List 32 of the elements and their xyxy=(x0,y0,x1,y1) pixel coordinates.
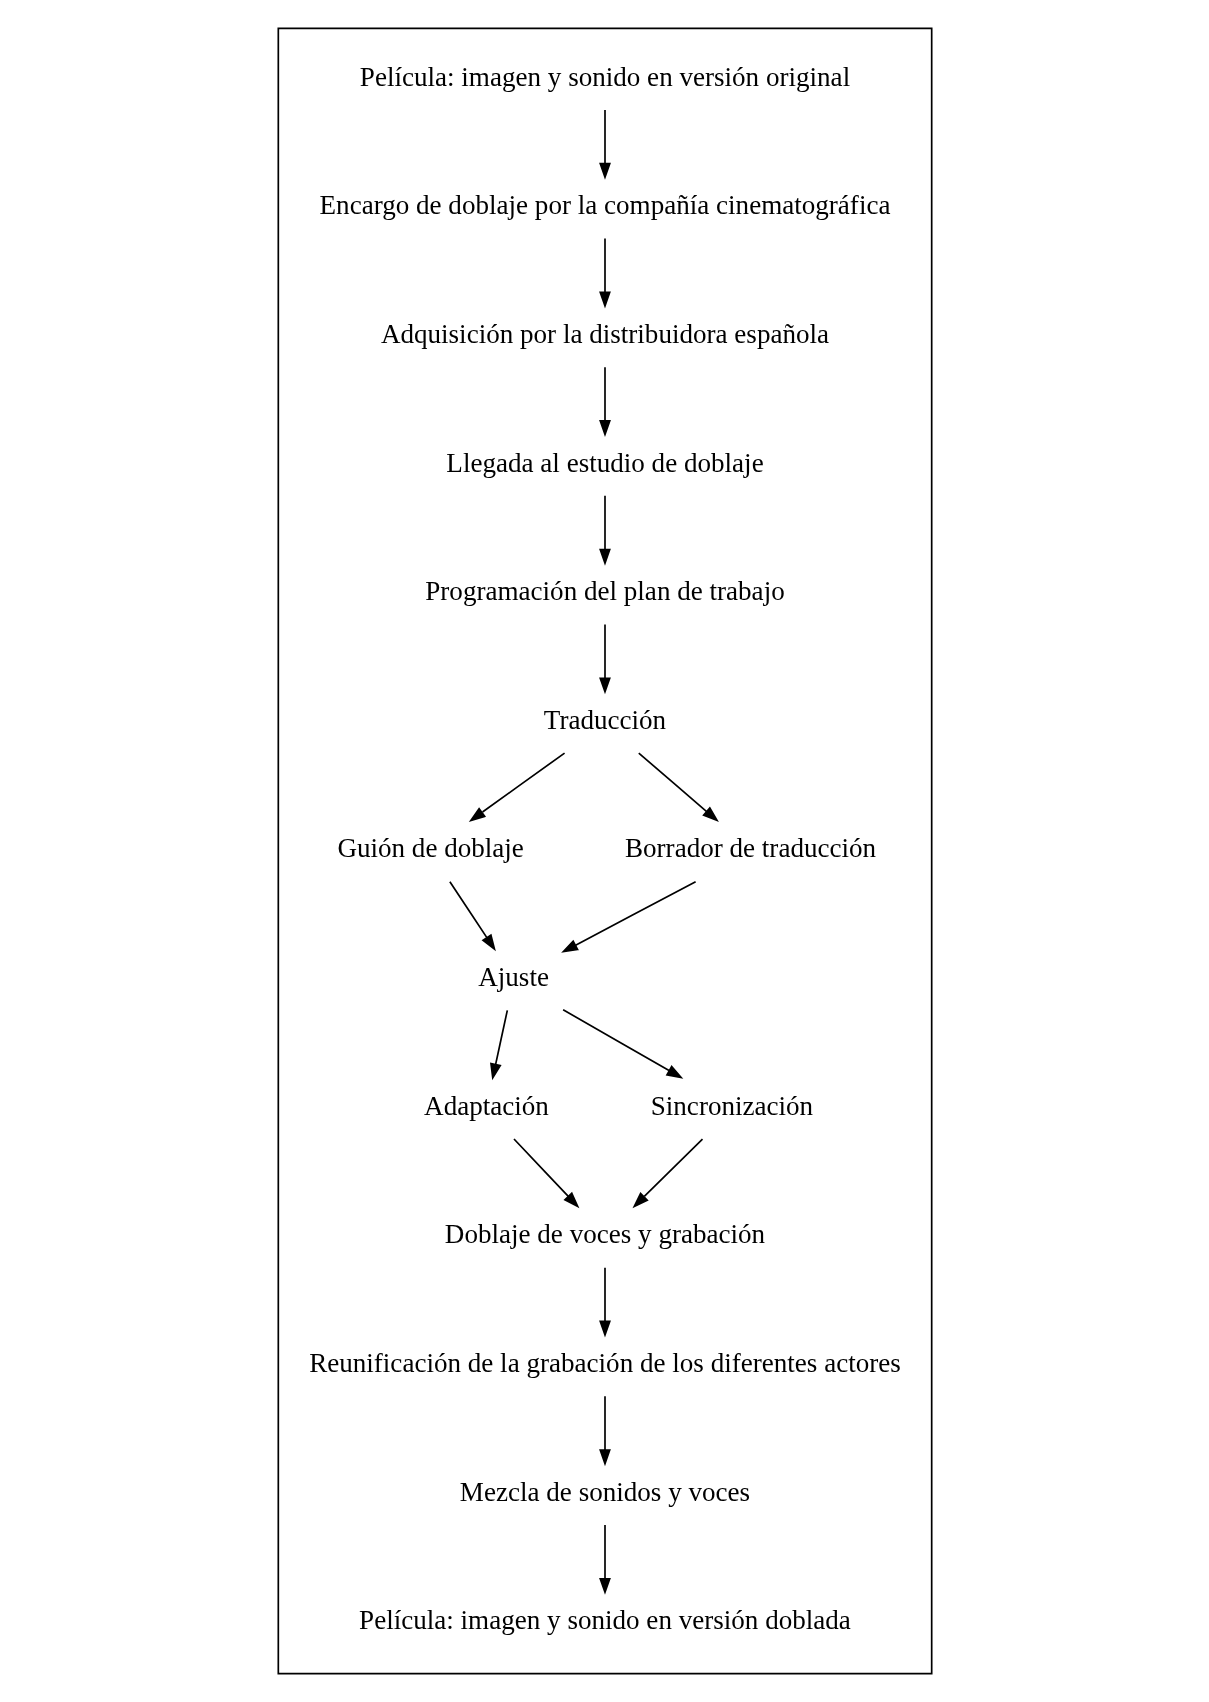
node-text: Encargo de doblaje por la compañía cinematográfica xyxy=(319,190,890,221)
node-text: Borrador de traducción xyxy=(624,833,876,864)
node-text: Película: imagen y sonido en versión original xyxy=(359,61,850,92)
arrow xyxy=(598,366,611,438)
node-text: Llegada al estudio de doblaje xyxy=(445,447,764,478)
node-text: Adquisición por la distribuidora española xyxy=(380,318,829,349)
node-text: Guión de doblaje xyxy=(336,833,524,864)
node-text: Adaptación xyxy=(423,1090,549,1121)
arrow xyxy=(598,623,611,695)
node-text: Sincronización xyxy=(650,1090,813,1121)
arrow xyxy=(560,880,696,953)
node-text: Reunificación de la grabación de los diferentes actores xyxy=(308,1348,901,1379)
arrow xyxy=(598,1524,611,1595)
arrow xyxy=(561,1008,683,1079)
cluster xyxy=(276,27,933,1675)
node-text: Ajuste xyxy=(477,962,549,993)
arrow xyxy=(598,1395,611,1467)
arrow xyxy=(598,1266,611,1338)
arrow xyxy=(598,494,611,566)
node-text: Traducción xyxy=(543,704,666,735)
arrow xyxy=(489,1009,508,1081)
arrow xyxy=(631,1138,703,1209)
node-text: Programación del plan de trabajo xyxy=(424,576,785,607)
node-text: Doblaje de voces y grabación xyxy=(444,1219,765,1250)
arrow xyxy=(598,237,611,309)
arrow xyxy=(448,880,496,952)
arrow xyxy=(598,109,611,180)
arrow xyxy=(468,752,565,822)
node-text: Mezcla de sonidos y voces xyxy=(459,1476,750,1507)
arrow xyxy=(637,752,719,823)
node-text: Película: imagen y sonido en versión doblada xyxy=(358,1605,851,1636)
arrow xyxy=(512,1138,579,1209)
